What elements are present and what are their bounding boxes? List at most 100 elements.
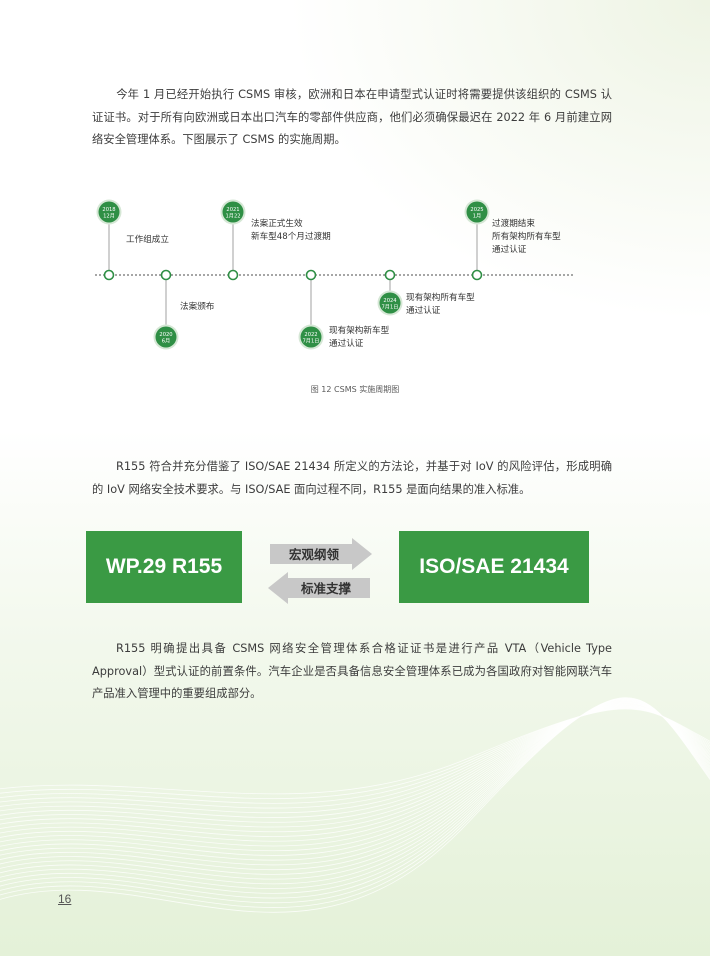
- date-badge-month: 12月: [103, 213, 115, 220]
- timeline-dot: [395, 274, 397, 276]
- timeline-dot: [331, 274, 333, 276]
- timeline-dot: [323, 274, 325, 276]
- wave-line: [0, 700, 710, 880]
- timeline-dot: [203, 274, 205, 276]
- timeline-dot: [115, 274, 117, 276]
- timeline-dot: [155, 274, 157, 276]
- wave-line: [0, 697, 710, 913]
- timeline-dot: [451, 274, 453, 276]
- timeline-dot: [291, 274, 293, 276]
- timeline-dot: [171, 274, 173, 276]
- wave-line: [0, 705, 710, 828]
- wave-line: [0, 704, 710, 833]
- timeline-dot: [371, 274, 373, 276]
- timeline-dot: [531, 274, 533, 276]
- timeline-dot: [547, 274, 549, 276]
- timeline-dot: [567, 274, 569, 276]
- timeline-dot: [223, 274, 225, 276]
- iso-sae-21434-box: ISO/SAE 21434: [399, 531, 589, 603]
- timeline-dot: [127, 274, 129, 276]
- date-badge: [300, 326, 322, 348]
- timeline-node: [227, 269, 239, 281]
- timeline-dot: [543, 274, 545, 276]
- wave-line: [0, 699, 710, 894]
- timeline-dot: [159, 274, 161, 276]
- timeline-dot: [491, 274, 493, 276]
- timeline-dot: [143, 274, 145, 276]
- timeline-dot: [527, 274, 529, 276]
- timeline-dot: [175, 274, 177, 276]
- date-badge-year: 2020: [159, 332, 172, 338]
- date-badge-year: 2021: [226, 207, 239, 213]
- timeline-dot: [487, 274, 489, 276]
- timeline-dot: [215, 274, 217, 276]
- timeline-dot: [303, 274, 305, 276]
- page-number: 16: [58, 892, 72, 906]
- timeline-dot: [379, 274, 381, 276]
- timeline-dot: [435, 274, 437, 276]
- milestone-text: 新车型48个月过渡期: [251, 230, 331, 242]
- timeline-dot: [523, 274, 525, 276]
- date-badge: [222, 201, 244, 223]
- timeline-dot: [259, 274, 261, 276]
- timeline-dot: [123, 274, 125, 276]
- milestone-text: 工作组成立: [126, 233, 169, 245]
- timeline-node: [471, 269, 483, 281]
- date-badge-month: 7月1日: [382, 304, 399, 311]
- timeline-dot: [255, 274, 257, 276]
- date-badge: [379, 292, 401, 314]
- timeline-dot: [283, 274, 285, 276]
- timeline-dot: [179, 274, 181, 276]
- timeline-dot: [275, 274, 277, 276]
- timeline-dot: [427, 274, 429, 276]
- milestone-text: 法案正式生效: [251, 217, 303, 229]
- wave-line: [0, 701, 710, 871]
- timeline-dot: [211, 274, 213, 276]
- wave-line: [0, 706, 710, 814]
- timeline-dot: [247, 274, 249, 276]
- left-arrow-shape: [268, 572, 370, 604]
- timeline-dot: [431, 274, 433, 276]
- timeline-dot: [287, 274, 289, 276]
- wave-line: [0, 704, 710, 842]
- timeline-dot: [571, 274, 573, 276]
- timeline-dot: [419, 274, 421, 276]
- right-arrow-shape: [270, 538, 372, 570]
- timeline-dot: [459, 274, 461, 276]
- timeline-dot: [467, 274, 469, 276]
- timeline-dot: [447, 274, 449, 276]
- wave-line: [0, 702, 710, 856]
- milestone-text: 通过认证: [329, 337, 364, 349]
- timeline-dot: [399, 274, 401, 276]
- timeline-dot: [295, 274, 297, 276]
- wp29-r155-box: WP.29 R155: [86, 531, 242, 603]
- timeline-dot: [443, 274, 445, 276]
- timeline-dot: [563, 274, 565, 276]
- timeline-dot: [271, 274, 273, 276]
- date-badge-month: 6月: [162, 338, 171, 345]
- timeline-dot: [407, 274, 409, 276]
- wave-line: [0, 700, 710, 875]
- timeline-dot: [423, 274, 425, 276]
- milestone-text: 过渡期结束: [492, 217, 535, 229]
- wave-line: [0, 700, 710, 885]
- timeline-dot: [507, 274, 509, 276]
- timeline-dot: [207, 274, 209, 276]
- timeline-node: [103, 269, 115, 281]
- wave-line: [0, 703, 710, 852]
- timeline-dot: [559, 274, 561, 276]
- wave-line: [0, 707, 710, 809]
- timeline-dot: [219, 274, 221, 276]
- date-badge-month: 1月: [473, 213, 482, 220]
- timeline-dot: [535, 274, 537, 276]
- timeline-dot: [319, 274, 321, 276]
- timeline-dot: [495, 274, 497, 276]
- timeline-dot: [463, 274, 465, 276]
- timeline-dot: [263, 274, 265, 276]
- r155-paragraph: R155 符合并充分借鉴了 ISO/SAE 21434 所定义的方法论，并基于对…: [92, 460, 612, 496]
- wave-line: [0, 708, 710, 800]
